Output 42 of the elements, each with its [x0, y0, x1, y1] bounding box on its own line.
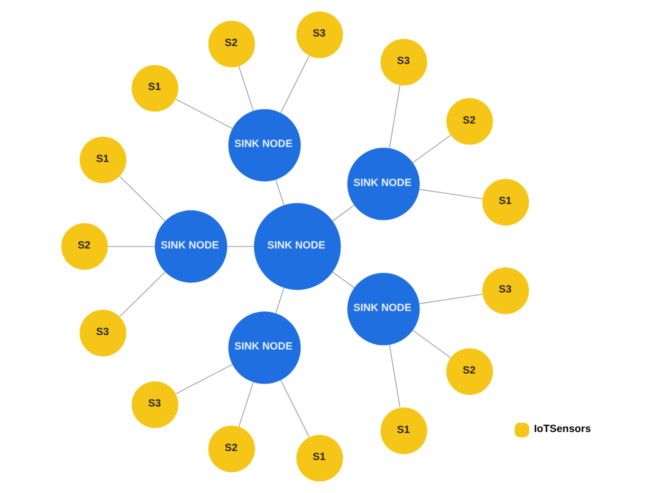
connector	[388, 344, 400, 408]
connector	[226, 246, 254, 247]
node-circle: S1	[79, 136, 126, 184]
connector	[332, 272, 354, 288]
connector	[418, 294, 482, 304]
node-circle: S2	[208, 426, 254, 472]
node-circle: S1	[482, 178, 528, 226]
connector	[332, 204, 354, 222]
node-circle: S1	[131, 64, 178, 112]
connector	[418, 188, 482, 200]
connector	[412, 134, 451, 163]
node-circle: SINK NODE	[346, 148, 420, 220]
connector	[238, 382, 254, 427]
node-circle: SINK NODE	[228, 312, 300, 384]
node-circle: S3	[296, 11, 342, 58]
connector	[274, 288, 284, 314]
node-circle: S2	[446, 98, 492, 145]
legend-label: IoTSensors	[533, 424, 590, 435]
node-circle: S3	[79, 310, 126, 356]
connector	[107, 246, 155, 247]
node-circle: S3	[482, 267, 528, 314]
connector	[238, 66, 254, 112]
connector	[412, 330, 451, 358]
node-circle: S1	[380, 408, 427, 454]
node-circle: S3	[380, 38, 427, 86]
connector	[175, 364, 232, 394]
connector	[280, 56, 309, 114]
connector	[175, 98, 232, 129]
node-circle: S2	[208, 20, 254, 68]
connector	[274, 179, 284, 206]
node-circle: SINK NODE	[346, 272, 420, 346]
connector	[388, 85, 400, 148]
connector	[118, 176, 165, 222]
node-circle: S1	[296, 434, 342, 482]
node-circle: SINK NODE	[154, 210, 227, 283]
node-circle: S2	[60, 223, 108, 270]
node-circle: SINK NODE	[253, 203, 340, 290]
node-circle: S3	[131, 381, 178, 428]
connector	[118, 272, 165, 317]
node-circle: SINK NODE	[228, 109, 300, 182]
connector	[280, 380, 309, 438]
node-circle: S2	[446, 348, 492, 395]
